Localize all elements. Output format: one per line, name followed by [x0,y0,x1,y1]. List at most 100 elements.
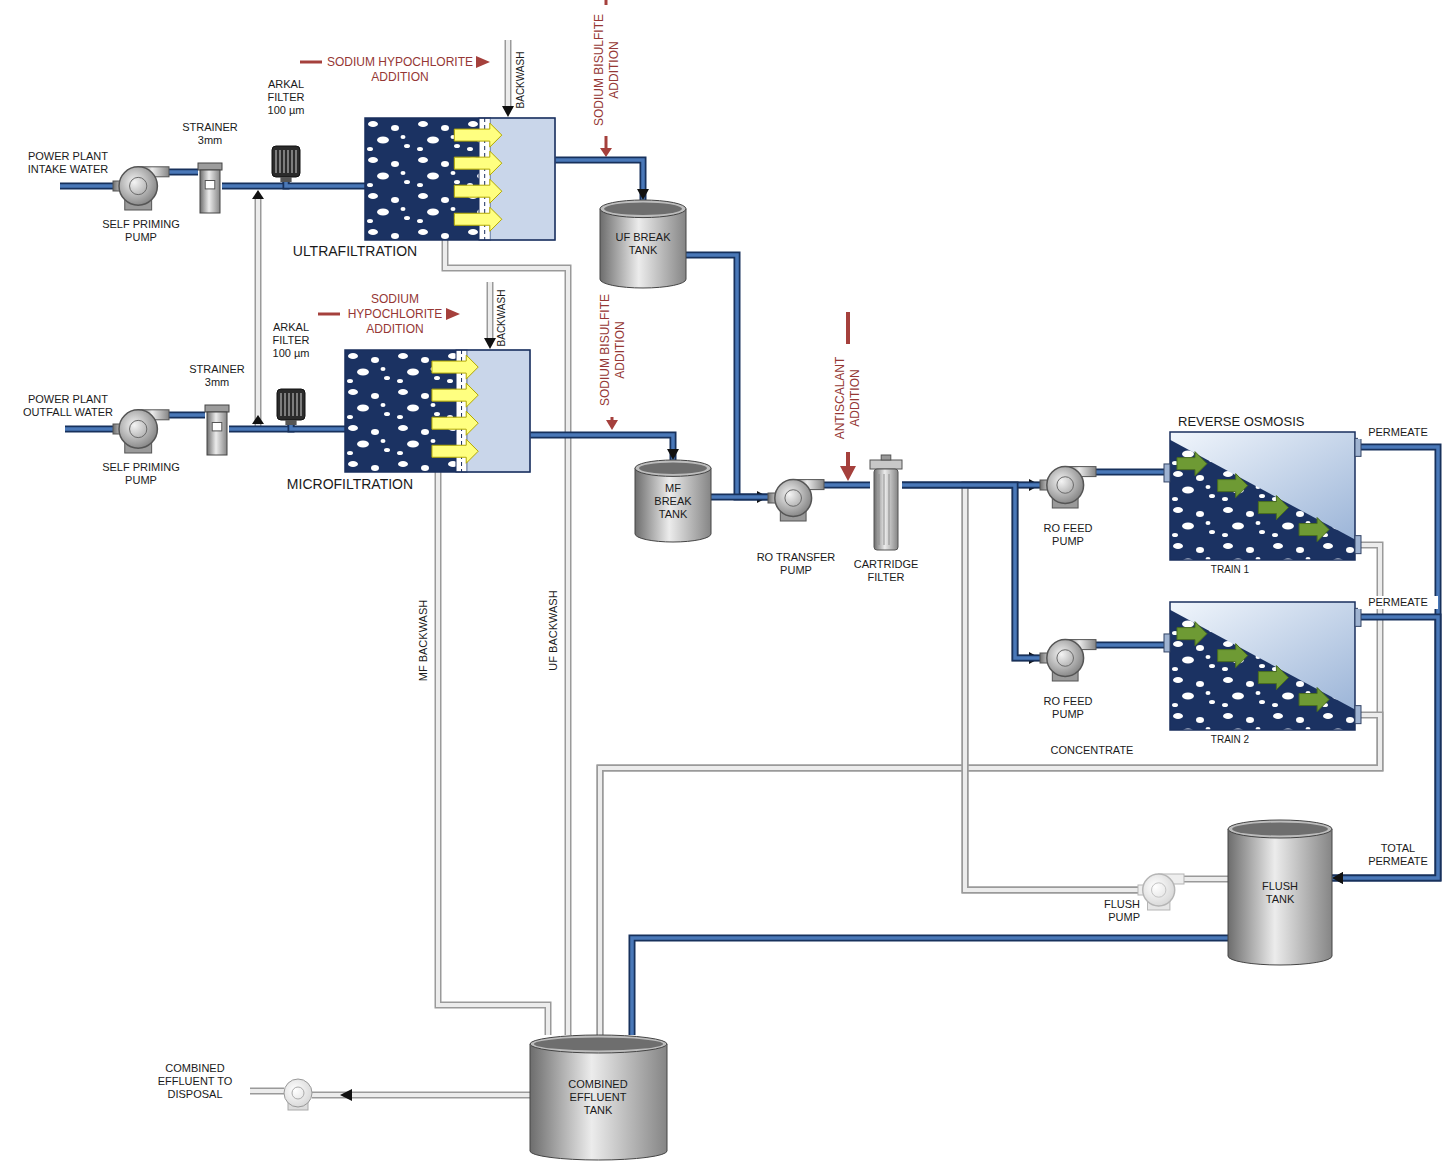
backwash-inlet-pipe-core [488,282,492,340]
backwash-inlet-pipe [487,282,494,340]
cartridge-pleat [889,474,890,545]
pump-symbol [113,162,169,210]
disposal-pipe [250,1088,284,1095]
annotation-label: POWER PLANT OUTFALL WATER [16,393,120,419]
membrane-outline [365,118,555,240]
tank-top [530,1035,667,1053]
strainer-window [205,181,215,189]
annotation-label: TOTAL PERMEATE [1363,842,1433,868]
tank-body [600,209,686,288]
strainer-cap [205,405,229,412]
flow-arrow [454,123,502,147]
dosing-line [300,61,322,64]
pump-node: FLUSH PUMP [1138,870,1184,910]
annotation-label: POWER PLANT INTAKE WATER [18,150,118,176]
process-pipe [824,485,870,486]
process-pipe [555,160,649,200]
dosing-line [846,452,850,468]
pipe-outline [169,412,205,419]
process-pipe [169,415,205,416]
flow-arrow [432,383,478,407]
pipe-core [438,472,548,1035]
pipe-core [824,483,870,487]
flow-arrowhead [484,338,496,349]
ro-node: REVERSE OSMOSISTRAIN 1 [1170,432,1355,560]
pipe-core [1096,643,1170,647]
equipment-label: SELF PRIMING PUMP [91,461,191,487]
annotation-label: BACKWASH [496,286,508,350]
cartridge-cap [870,460,902,469]
process-pipe [530,435,679,460]
arkal-body [272,146,300,177]
strainer-cap [198,163,222,170]
flow-arrowhead [1332,872,1343,884]
pump-impeller [1152,883,1166,897]
pipe-core [291,425,345,429]
arkal-disc [285,393,286,416]
dosing-line [318,313,340,316]
stream-label: PERMEATE [1358,426,1438,439]
stream-label: PERMEATE [1358,596,1438,609]
equipment-label: STRAINER 3mm [175,121,245,147]
stream-label: UF BACKWASH [547,575,560,685]
dosing-line [605,136,608,149]
backwash-inlet-pipe-core [506,40,510,108]
tank-opening [604,203,682,216]
pipe-outline [902,485,1040,658]
pump-impeller [785,490,802,507]
pipe-outline [965,485,1138,890]
flow-arrow [1177,452,1207,476]
equipment-label: TRAIN 2 [1190,734,1270,746]
pump-casing [775,480,812,517]
tank-body [1228,829,1332,965]
tank-body [530,1044,667,1160]
waste-line [438,472,548,1035]
permeate-flange [1355,608,1361,626]
pipe-core [286,182,365,186]
tank-body [635,468,711,542]
strainer-body [200,170,220,213]
pump-casing [1047,640,1084,677]
backwash-inlet-pipe [505,40,512,108]
permeate-flange [1355,438,1361,456]
dosing-line [605,0,608,5]
pipe-core [530,435,673,460]
flow-arrow [1258,496,1288,520]
pump-casing [1047,467,1084,504]
pipe-outline [686,255,768,497]
pipe-outline [229,425,291,429]
process-pipe [169,172,198,173]
pipe-outline [438,472,548,1035]
pump-symbol [1040,462,1096,508]
arkal-base [285,420,296,425]
arkal-disc [297,393,298,416]
waste-line [1184,879,1228,880]
ro-symbol [1170,602,1355,730]
chemical-dosing-label: SODIUM BISULFITE ADDITION [591,8,621,133]
flow-arrow [454,207,502,231]
equipment-label: FLUSH PUMP [1090,898,1140,924]
process-pipe [902,485,1040,658]
equipment-label: TRAIN 1 [1190,564,1270,576]
pipe-outline [222,182,286,186]
waste-line [965,485,1138,890]
equipment-label: CARTRIDGE FILTER [846,558,926,584]
pipe-core [1184,877,1228,881]
arkal-node: ARKAL FILTER 100 µm [272,146,300,182]
pump-casing [1143,874,1175,906]
membrane-outline [345,350,530,472]
chemical-dosing-label: SODIUM BISULFITE ADDITION [597,288,627,413]
chemical-dosing-label: ANTISCALANT ADDITION [833,348,863,448]
tank-node: COMBINED EFFLUENT TANK [530,1035,667,1160]
pump-node: RO FEED PUMP [1040,635,1096,681]
arkal-disc [301,393,302,416]
waste-line [445,240,568,1035]
flow-arrow [1218,644,1248,668]
flow-arrow [432,439,478,463]
equipment-label: ULTRAFILTRATION [255,243,455,260]
membrane-node: ULTRAFILTRATION [365,118,555,240]
flow-arrow [454,179,502,203]
arkal-base [280,177,291,182]
pipe-outline [600,715,1380,1035]
inlet-flange [1164,634,1170,652]
